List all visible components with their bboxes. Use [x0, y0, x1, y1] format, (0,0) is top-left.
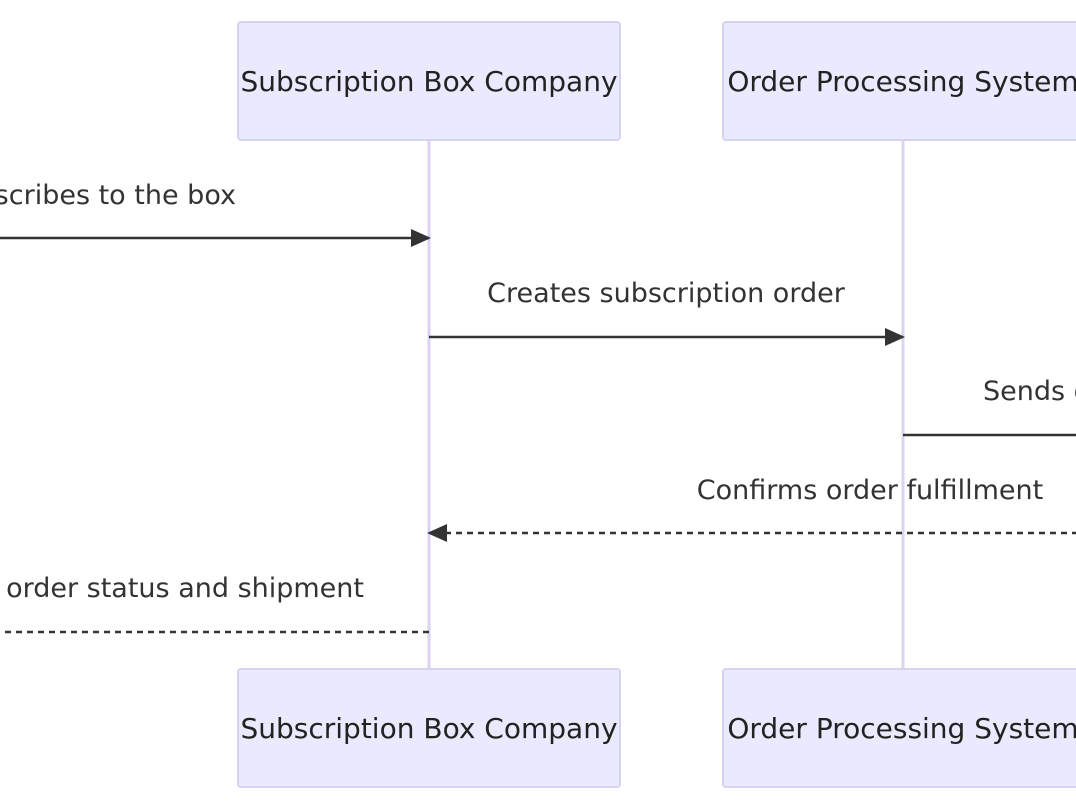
actor-label: Subscription Box Company — [240, 712, 617, 745]
actor-top-subscription-box-company: Subscription Box Company — [237, 21, 621, 141]
actor-label: Order Processing System — [727, 712, 1076, 745]
message-sends-order: Sends o — [903, 376, 1076, 437]
actor-bottom-order-processing-system: Order Processing System — [722, 668, 1076, 788]
actor-label: Subscription Box Company — [240, 65, 617, 98]
message-label: Subscribes to the box — [0, 180, 236, 211]
message-label: Sends o — [983, 376, 1076, 407]
message-label: Confirms order fulfillment — [697, 475, 1043, 506]
actor-top-order-processing-system: Order Processing System — [722, 21, 1076, 141]
message-subscribes: Subscribes to the box — [0, 180, 431, 247]
message-confirms-fulfillment: Confirms order fulfillment — [427, 475, 1076, 542]
message-label: ut order status and shipment — [0, 573, 364, 604]
message-creates-order: Creates subscription order — [429, 278, 905, 346]
message-order-status: ut order status and shipment — [0, 573, 429, 634]
actor-bottom-subscription-box-company: Subscription Box Company — [237, 668, 621, 788]
actor-label: Order Processing System — [727, 65, 1076, 98]
message-label: Creates subscription order — [487, 278, 846, 309]
